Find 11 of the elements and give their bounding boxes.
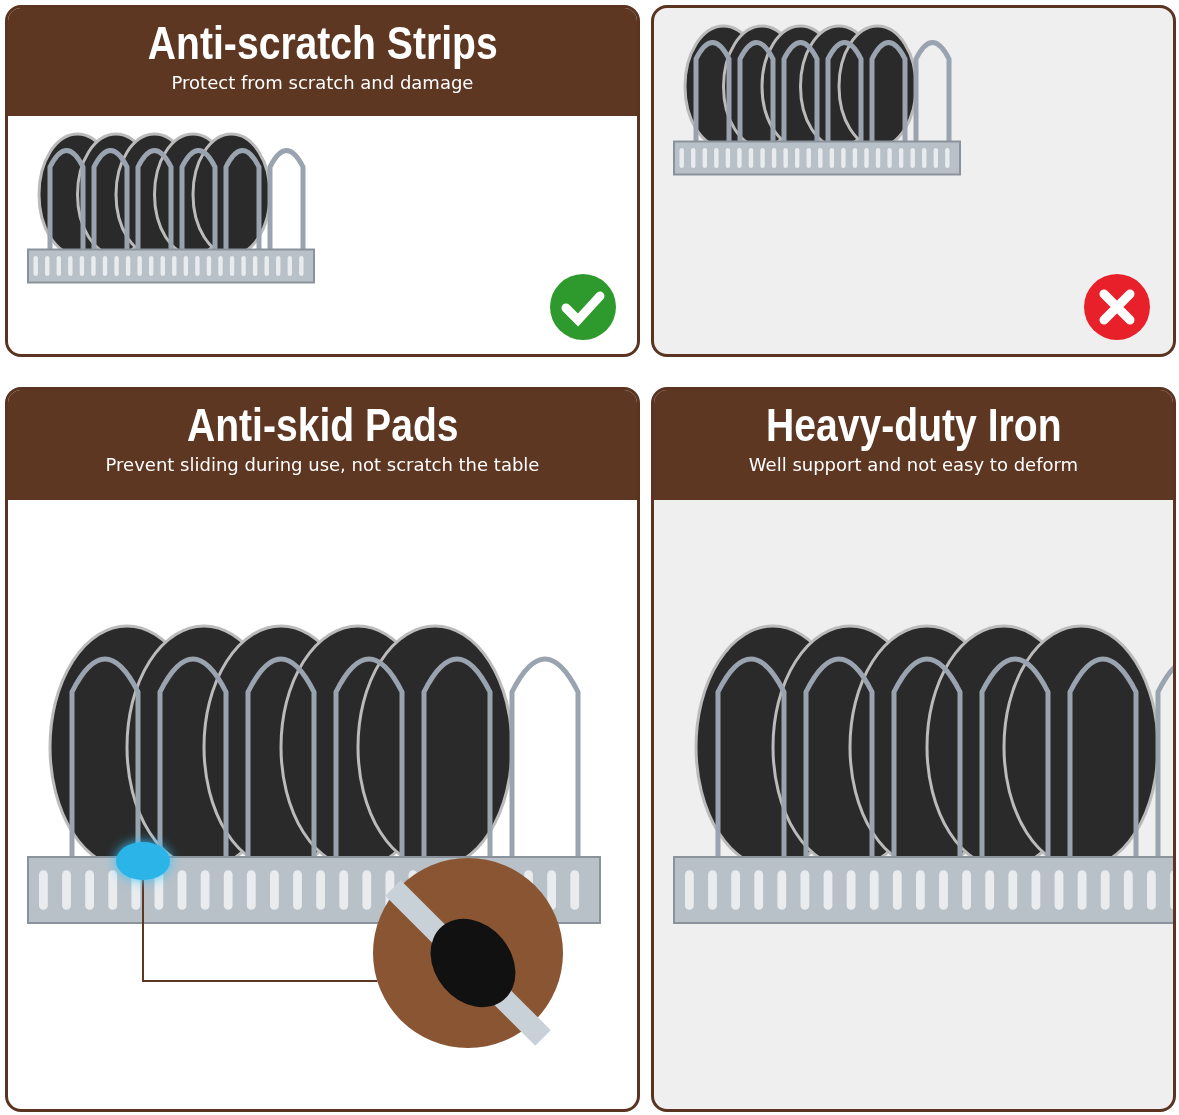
heading: Anti-scratch Strips — [147, 18, 498, 68]
heading: Anti-skid Pads — [186, 400, 459, 450]
subtitle: Well support and not easy to deform — [748, 454, 1079, 475]
photo-panel — [5, 5, 640, 357]
subtitle: Prevent sliding during use, not scratch the table — [105, 454, 540, 475]
leader-line — [142, 879, 379, 982]
photo-panel — [5, 387, 640, 1112]
subtitle: Protect from scratch and damage — [171, 72, 474, 93]
photo-panel — [651, 5, 1176, 357]
photo-panel — [651, 387, 1176, 1112]
heading: Heavy-duty Iron — [765, 400, 1062, 450]
